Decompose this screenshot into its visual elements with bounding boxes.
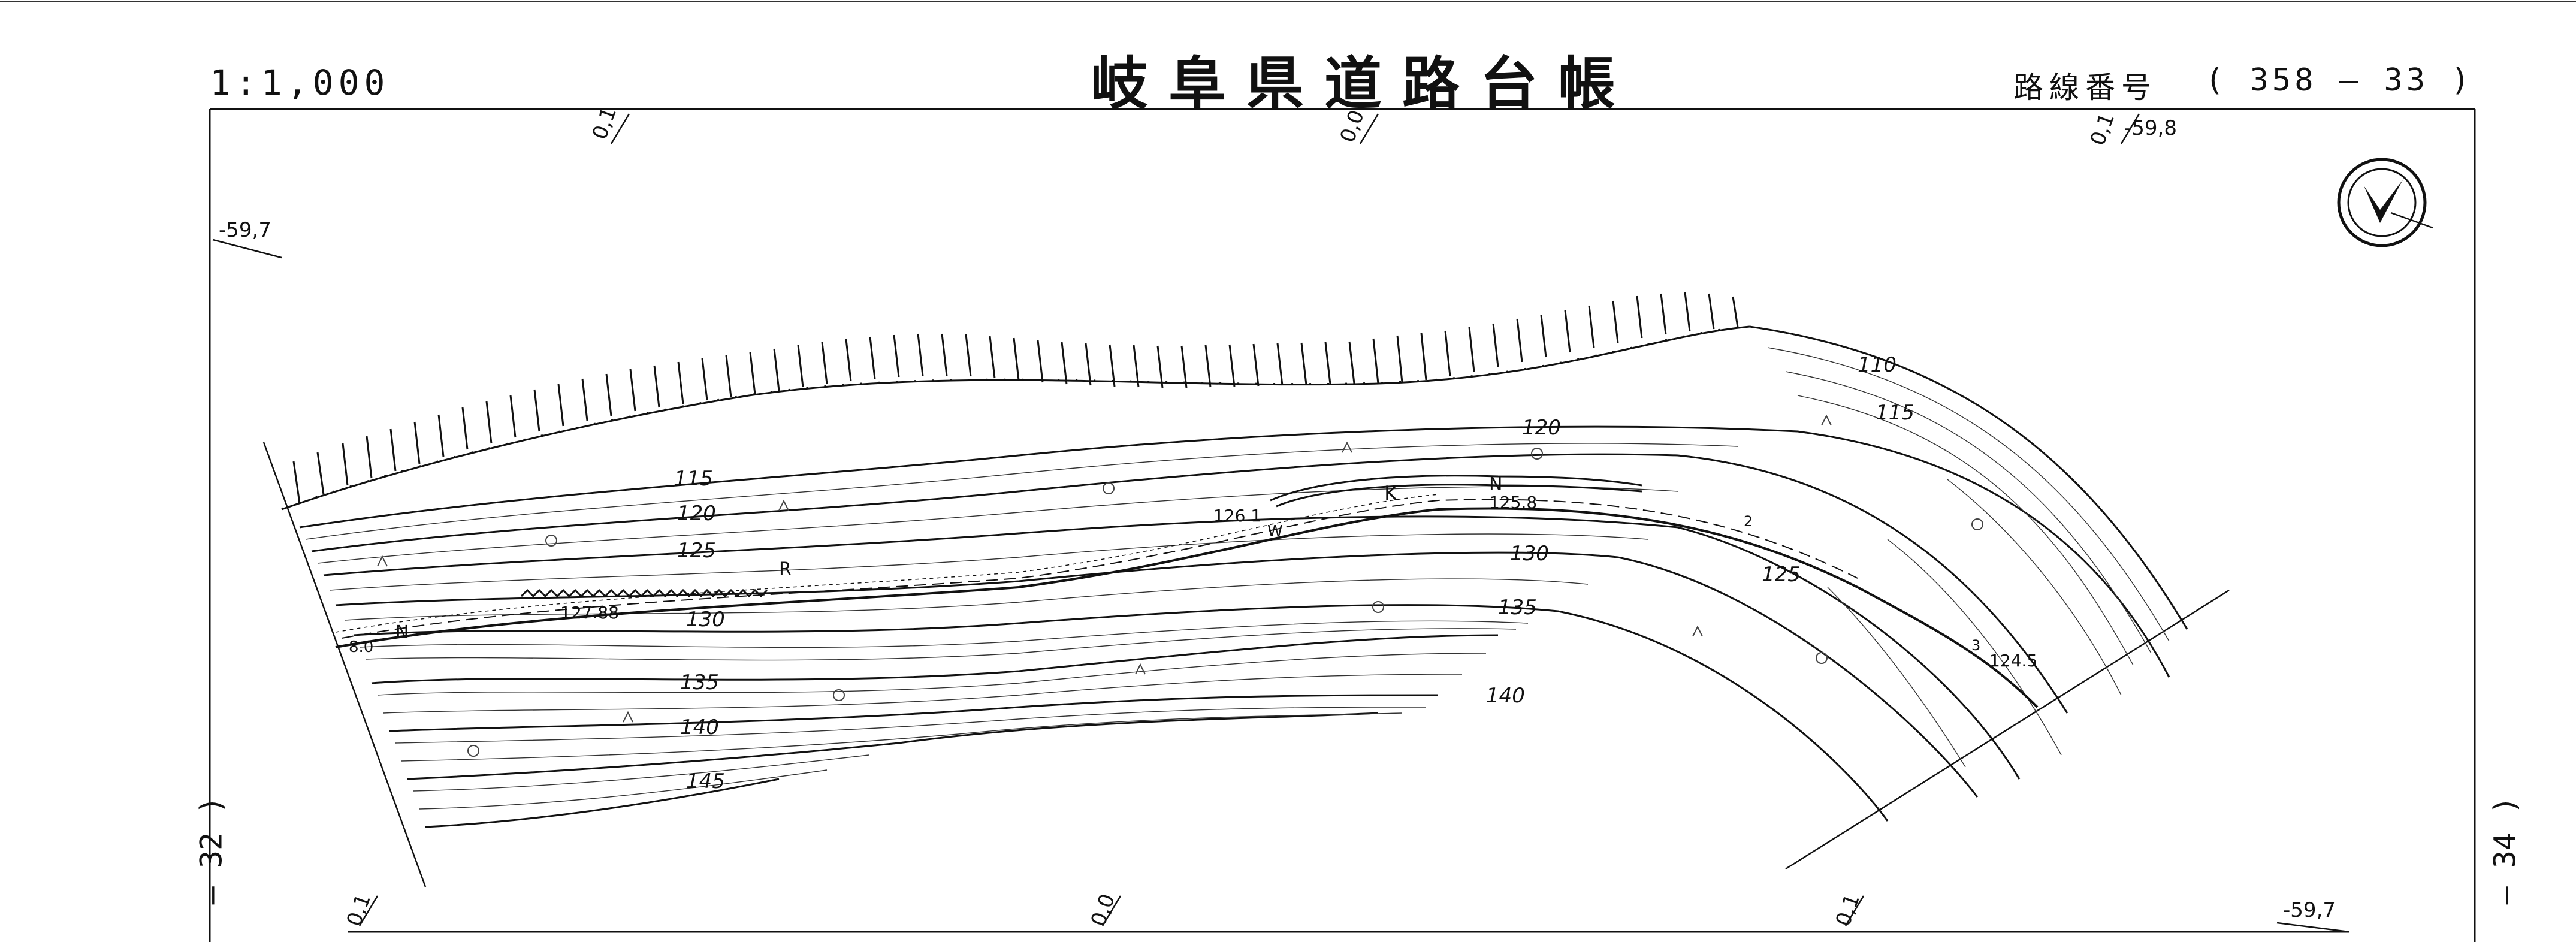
retaining-wall-marks: [520, 475, 1642, 598]
contour-label-135a: 135: [680, 671, 719, 695]
mark-w: W: [1267, 523, 1283, 541]
route-number: ( 358 — 33 ): [2205, 62, 2474, 98]
north-arrow-icon: [2337, 158, 2427, 247]
contour-label-125b: 125: [1762, 563, 1801, 587]
grid-labels: 0,1 0,0 0,1 -59,8 -59,7 0,1 0,0 0,1 -59,…: [219, 104, 2336, 929]
grid-label-bottom-2: 0,0: [1086, 891, 1120, 929]
vegetation-symbols: [377, 414, 1983, 757]
road-width: 8.0: [349, 638, 373, 656]
contour-label-130a: 130: [686, 608, 725, 632]
grid-label-bottom-right: -59,7: [2283, 898, 2336, 922]
page-title: 岐阜県道路台帳: [1091, 50, 1636, 117]
grid-label-top-3: 0,1: [2086, 110, 2119, 149]
contour-label-125a: 125: [677, 539, 716, 563]
map-scale: 1:1,000: [210, 62, 390, 103]
cliff-edge: [281, 292, 1750, 511]
contour-label-115a: 115: [1876, 401, 1914, 425]
mark-n-right: N: [1489, 474, 1502, 495]
grid-label-left: -59,7: [219, 218, 271, 242]
contour-label-110: 110: [1858, 353, 1896, 377]
contour-label-135b: 135: [1498, 596, 1537, 620]
mark-r: R: [779, 559, 792, 580]
elevation-124-5: 124.5: [1989, 651, 2037, 671]
elevation-125-8: 125.8: [1489, 493, 1537, 512]
contour-label-120a: 120: [1522, 416, 1561, 440]
mark-k: K: [1384, 482, 1399, 506]
road-edges: [335, 494, 2039, 708]
contour-labels: 110 115 115 120 120 125 125 130 130 135 …: [674, 353, 1914, 793]
survey-boundary: [262, 442, 2230, 887]
elevation-126-1: 126.1: [1213, 506, 1261, 526]
elevation-127-88: 127.88: [560, 603, 619, 623]
mark-3: 3: [1971, 637, 1980, 654]
survey-marks: N N K R W 8.0 2 3: [349, 474, 1980, 656]
mark-2: 2: [1744, 513, 1753, 530]
contour-label-140b: 140: [1486, 684, 1525, 708]
contour-label-140a: 140: [680, 715, 719, 739]
contour-lines-minor: [305, 347, 2170, 810]
contour-label-115b: 115: [674, 467, 713, 491]
grid-label-bottom-3: 0,1: [1831, 891, 1865, 929]
mark-n-left: N: [395, 622, 409, 643]
contour-label-145: 145: [686, 769, 725, 793]
grid-label-bottom-1: 0,1: [342, 891, 376, 929]
contour-label-120b: 120: [677, 502, 716, 526]
contour-label-130b: 130: [1510, 542, 1549, 566]
route-number-label: 路線番号: [2013, 70, 2157, 105]
elevation-labels: 126.1 125.8 127.88 124.5: [560, 493, 2037, 671]
grid-label-top-right: -59,8: [2124, 116, 2177, 140]
grid-ticks: [212, 113, 2433, 933]
grid-label-top-2: 0,0: [1336, 107, 1369, 146]
